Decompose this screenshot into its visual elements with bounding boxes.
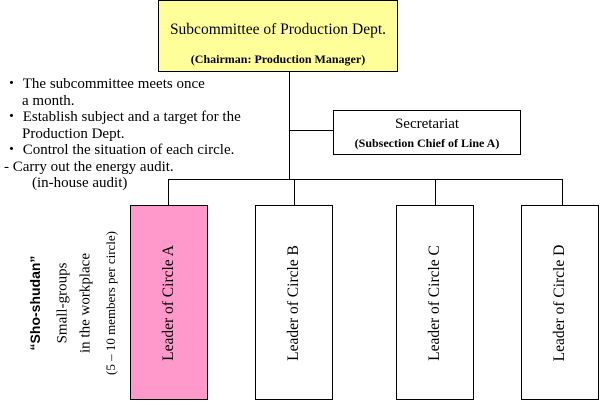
subcommittee-chairman: (Chairman: Production Manager)	[190, 52, 366, 66]
side-label-line3-col: (5 – 10 members per circle)	[101, 205, 121, 400]
note-line: Production Dept.	[22, 125, 125, 142]
circle-a-box: Leader of Circle A	[130, 205, 208, 400]
circle-d-label: Leader of Circle D	[551, 244, 568, 361]
trunk-line	[289, 72, 290, 179]
subcommittee-box: Subcommittee of Production Dept. (Chairm…	[158, 0, 398, 72]
note-line: ・ Control the situation of each circle.	[4, 142, 235, 158]
side-label-line1: Small-groups	[54, 262, 71, 343]
note-line: ・ The subcommittee meets once	[4, 76, 205, 92]
secretariat-subtitle: (Subsection Chief of Line A)	[354, 136, 500, 150]
secretariat-box: Secretariat (Subsection Chief of Line A)	[333, 110, 521, 155]
circle-b-label: Leader of Circle B	[285, 244, 302, 361]
circle-c-box: Leader of Circle C	[396, 205, 474, 400]
circles-bus-line	[168, 179, 563, 180]
secretariat-title: Secretariat	[394, 116, 460, 132]
note-line: ・ Establish subject and a target for the	[4, 109, 241, 125]
drop-line-c	[435, 179, 436, 205]
circle-d-box: Leader of Circle D	[521, 205, 599, 400]
drop-line-a	[168, 179, 169, 205]
sho-shudan-name: “Sho-shudan”	[27, 255, 43, 350]
circle-c-label: Leader of Circle C	[426, 244, 443, 361]
drop-line-d	[562, 179, 563, 205]
sho-shudan-name-col: “Sho-shudan”	[24, 205, 46, 400]
side-label-line3: (5 – 10 members per circle)	[103, 230, 118, 375]
note-line: - Carry out the energy audit.	[4, 158, 174, 175]
drop-line-b	[294, 179, 295, 205]
notes-block: ・ The subcommittee meets once a month. ・…	[4, 76, 286, 192]
circle-a-label: Leader of Circle A	[160, 244, 177, 361]
note-line: (in-house audit)	[32, 175, 128, 191]
subcommittee-title: Subcommittee of Production Dept.	[169, 21, 387, 38]
side-label-line2: in the workplace	[77, 252, 94, 353]
secretariat-connector	[289, 130, 333, 131]
circle-b-box: Leader of Circle B	[255, 205, 333, 400]
note-line: a month.	[22, 92, 75, 109]
side-label-line2-col: in the workplace	[76, 205, 96, 400]
side-label-line1-col: Small-groups	[53, 205, 73, 400]
